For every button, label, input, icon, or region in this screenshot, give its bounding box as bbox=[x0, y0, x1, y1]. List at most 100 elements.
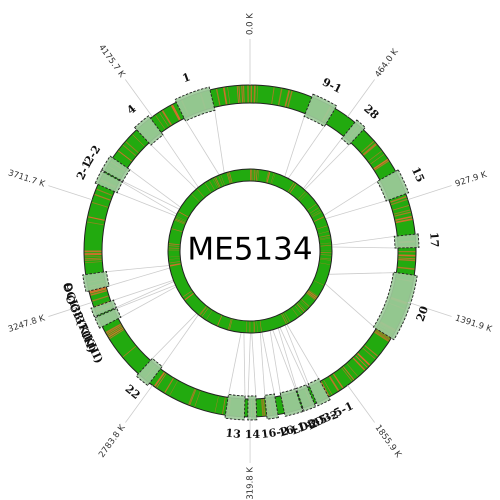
segment-label: 20 bbox=[414, 304, 432, 323]
outer-track-stripe bbox=[222, 397, 226, 415]
outer-track-stripe bbox=[117, 150, 133, 162]
outer-track-stripe bbox=[227, 86, 231, 104]
inner-track-stripe bbox=[252, 321, 254, 333]
connector-line bbox=[150, 313, 198, 361]
outer-track-stripe bbox=[84, 252, 102, 255]
segment-box bbox=[393, 233, 420, 249]
inner-track-stripe bbox=[307, 203, 317, 211]
inner-track-stripe bbox=[294, 305, 302, 315]
inner-track-stripe bbox=[253, 321, 256, 333]
segment-box bbox=[94, 170, 123, 194]
outer-track-stripe bbox=[105, 323, 122, 334]
connector-line bbox=[110, 279, 174, 302]
outer-track-stripe bbox=[363, 144, 378, 156]
inner-track-stripe bbox=[217, 315, 223, 326]
segment-box bbox=[372, 271, 418, 341]
tick-label: 2783.8 K bbox=[97, 423, 128, 460]
tick-label: 1855.9 K bbox=[373, 423, 404, 460]
outer-track-stripe bbox=[169, 380, 178, 396]
outer-track-stripe bbox=[156, 373, 167, 388]
outer-track-stripe bbox=[362, 347, 376, 360]
segment-label: 9-1 bbox=[320, 75, 344, 95]
connector-line bbox=[160, 314, 199, 370]
inner-track-stripe bbox=[301, 299, 310, 308]
inner-track-stripe bbox=[281, 313, 287, 325]
inner-track-stripe bbox=[199, 306, 207, 316]
inner-track-stripe bbox=[320, 254, 332, 256]
outer-track-stripe bbox=[256, 85, 258, 103]
outer-track-stripe bbox=[357, 352, 371, 366]
inner-track-stripe bbox=[171, 228, 183, 232]
inner-track-stripe bbox=[252, 169, 254, 181]
connector-line bbox=[279, 327, 308, 388]
tick-line bbox=[347, 385, 375, 423]
inner-track-stripe bbox=[168, 249, 180, 251]
outer-track-stripe bbox=[132, 134, 145, 147]
inner-track-stripe bbox=[284, 312, 291, 322]
outer-track-stripe bbox=[155, 115, 166, 130]
outer-track-stripe bbox=[153, 371, 166, 387]
inner-track-stripe bbox=[168, 247, 180, 249]
outer-track-stripe bbox=[241, 85, 244, 103]
connector-line bbox=[183, 118, 220, 176]
connector-line bbox=[261, 332, 276, 397]
outer-track-stripe bbox=[194, 390, 201, 408]
segment-box bbox=[133, 115, 164, 146]
segment-label: 28 bbox=[361, 102, 381, 122]
connector-line bbox=[324, 283, 377, 329]
inner-track-stripe bbox=[215, 177, 221, 188]
outer-track-stripe bbox=[370, 153, 385, 165]
segment-label: 22 bbox=[123, 382, 143, 402]
inner-track-stripe bbox=[271, 173, 276, 185]
inner-track-stripe bbox=[319, 238, 331, 241]
outer-track-stripe bbox=[287, 90, 293, 108]
connector-line bbox=[113, 284, 176, 310]
outer-track-stripe bbox=[84, 257, 102, 260]
outer-track-stripe bbox=[236, 85, 239, 103]
tick-line bbox=[347, 79, 375, 117]
outer-track-stripe bbox=[89, 287, 107, 294]
inner-track-stripe bbox=[256, 321, 258, 333]
tick-line bbox=[125, 385, 153, 423]
segment-box bbox=[82, 271, 110, 293]
inner-track-stripe bbox=[313, 216, 325, 222]
inner-track-stripe bbox=[168, 243, 180, 246]
tick-label: 4175.7 K bbox=[96, 43, 127, 80]
inner-track-stripe bbox=[319, 236, 331, 240]
inner-track-outer-edge bbox=[167, 168, 333, 334]
outer-track-stripe bbox=[223, 87, 228, 105]
inner-track-stripe bbox=[218, 175, 224, 187]
inner-track-stripe bbox=[306, 292, 317, 300]
inner-track-stripe bbox=[266, 171, 271, 183]
inner-track-stripe bbox=[168, 256, 180, 258]
inner-track-stripe bbox=[300, 300, 309, 309]
inner-track-stripe bbox=[311, 211, 322, 217]
outer-track-stripe bbox=[84, 261, 102, 264]
outer-track-stripe bbox=[375, 329, 391, 339]
inner-track-stripe bbox=[270, 173, 275, 184]
connector-line bbox=[114, 191, 177, 217]
segment-box bbox=[376, 169, 410, 202]
inner-track-stripe bbox=[254, 169, 256, 181]
outer-track-stripe bbox=[395, 218, 413, 224]
segment-box bbox=[247, 395, 258, 421]
inner-track-stripe bbox=[175, 217, 186, 223]
segment-box bbox=[264, 393, 279, 420]
outer-track-stripe bbox=[170, 104, 181, 121]
segment-label: 17 bbox=[427, 232, 441, 248]
segment-box bbox=[340, 119, 367, 146]
tick-line bbox=[407, 301, 452, 317]
segment-box bbox=[224, 393, 246, 421]
outer-track-stripe bbox=[398, 257, 416, 260]
inner-track-stripe bbox=[226, 172, 231, 184]
inner-track-stripe bbox=[319, 262, 331, 265]
segment-label: 1 bbox=[181, 70, 193, 85]
connector-line bbox=[304, 142, 352, 191]
connector-line bbox=[325, 199, 390, 220]
segment-label: 4 bbox=[124, 102, 138, 117]
outer-track-stripe bbox=[238, 85, 241, 103]
segment-box bbox=[94, 307, 122, 329]
connector-line bbox=[331, 246, 398, 249]
outer-track-stripe bbox=[393, 209, 411, 215]
